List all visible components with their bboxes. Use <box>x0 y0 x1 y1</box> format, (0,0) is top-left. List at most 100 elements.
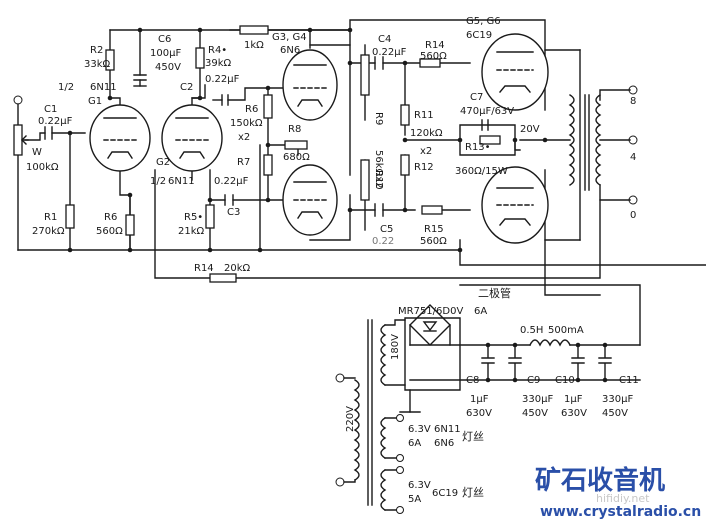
potentiometer-w <box>13 124 23 156</box>
svg-text:0.22: 0.22 <box>372 236 394 247</box>
svg-text:R10: R10 <box>373 170 384 190</box>
power-supply <box>335 304 571 514</box>
resistor-r6a <box>263 94 273 119</box>
svg-text:39kΩ: 39kΩ <box>205 58 232 69</box>
svg-text:C1: C1 <box>44 104 57 115</box>
svg-text:G1: G1 <box>88 96 102 107</box>
svg-text:R7: R7 <box>237 157 250 168</box>
choke-coil <box>529 339 571 347</box>
svg-text:6N6: 6N6 <box>280 45 300 56</box>
svg-text:450V: 450V <box>155 62 181 73</box>
svg-text:C7: C7 <box>470 92 483 103</box>
resistor-1k <box>239 25 269 35</box>
svg-text:MR751/6D0V: MR751/6D0V <box>398 306 463 317</box>
resistor-r2 <box>105 49 115 71</box>
svg-text:R1: R1 <box>44 212 57 223</box>
svg-text:C4: C4 <box>378 34 391 45</box>
resistor-r1 <box>65 204 75 229</box>
resistor-r8 <box>284 140 308 150</box>
svg-text:R6: R6 <box>245 104 258 115</box>
svg-text:0.22μF: 0.22μF <box>372 47 407 58</box>
svg-text:500mA: 500mA <box>548 325 584 336</box>
svg-text:R5•: R5• <box>184 212 203 223</box>
tube-g1 <box>89 104 151 172</box>
svg-text:C10: C10 <box>555 375 575 386</box>
svg-text:C11: C11 <box>619 375 639 386</box>
svg-text:450V: 450V <box>522 408 548 419</box>
svg-text:330μF: 330μF <box>522 394 553 405</box>
svg-text:4: 4 <box>630 152 636 163</box>
svg-text:R11: R11 <box>414 110 434 121</box>
svg-text:x2: x2 <box>420 146 432 157</box>
resistors <box>13 25 501 283</box>
bridge-rectifier <box>409 304 451 346</box>
resistor-r6b <box>125 214 135 236</box>
svg-text:C2: C2 <box>180 82 193 93</box>
watermark-text: hifidiy.net <box>596 492 650 505</box>
svg-text:6N11: 6N11 <box>168 176 195 187</box>
resistor-r11 <box>400 104 410 126</box>
svg-text:630V: 630V <box>466 408 492 419</box>
resistor-r4 <box>195 47 205 69</box>
resistor-r7 <box>263 154 273 176</box>
svg-text:R14: R14 <box>194 263 214 274</box>
svg-text:灯丝: 灯丝 <box>462 430 484 443</box>
svg-text:330μF: 330μF <box>602 394 633 405</box>
resistor-r15 <box>421 205 443 215</box>
svg-text:G3, G4: G3, G4 <box>272 32 307 43</box>
svg-text:C5: C5 <box>380 224 393 235</box>
svg-text:1μF: 1μF <box>564 394 583 405</box>
svg-text:0.22μF: 0.22μF <box>205 74 240 85</box>
svg-text:560Ω: 560Ω <box>96 226 123 237</box>
svg-text:360Ω/15W: 360Ω/15W <box>455 166 508 177</box>
tube-g3 <box>282 49 338 121</box>
svg-text:470μF/63V: 470μF/63V <box>460 106 514 117</box>
resistor-r9 <box>360 54 370 96</box>
brand-name: 矿石收音机 <box>535 465 665 496</box>
svg-text:270kΩ: 270kΩ <box>32 226 65 237</box>
svg-text:R8: R8 <box>288 124 301 135</box>
resistor-r13 <box>479 135 501 145</box>
svg-text:0.5H: 0.5H <box>520 325 543 336</box>
svg-text:G5, G6: G5, G6 <box>466 16 501 27</box>
resistor-r14 <box>209 273 237 283</box>
svg-text:C8: C8 <box>466 375 479 386</box>
svg-text:1kΩ: 1kΩ <box>244 40 264 51</box>
svg-text:680Ω: 680Ω <box>283 152 310 163</box>
svg-text:6N6: 6N6 <box>434 438 454 449</box>
tube-g2 <box>161 104 223 172</box>
svg-text:150kΩ: 150kΩ <box>230 118 263 129</box>
resistor-r12 <box>400 154 410 176</box>
svg-text:1/2: 1/2 <box>58 82 74 93</box>
resistor-r14-top <box>419 58 441 68</box>
svg-text:R13•: R13• <box>465 142 491 153</box>
svg-text:6A: 6A <box>474 306 487 317</box>
svg-text:x2: x2 <box>238 132 250 143</box>
svg-text:20kΩ: 20kΩ <box>224 263 251 274</box>
tube-g5 <box>481 33 549 111</box>
svg-text:R9: R9 <box>373 112 384 125</box>
svg-text:R2: R2 <box>90 45 103 56</box>
svg-text:630V: 630V <box>561 408 587 419</box>
svg-text:21kΩ: 21kΩ <box>178 226 205 237</box>
svg-text:C9: C9 <box>527 375 540 386</box>
svg-text:20V: 20V <box>520 124 540 135</box>
svg-text:6N11: 6N11 <box>90 82 117 93</box>
svg-text:450V: 450V <box>602 408 628 419</box>
resistor-r10 <box>360 159 370 201</box>
svg-text:5A: 5A <box>408 494 421 505</box>
svg-text:560Ω: 560Ω <box>420 236 447 247</box>
capacitors <box>44 56 612 381</box>
svg-text:6.3V: 6.3V <box>408 480 431 491</box>
svg-text:220V: 220V <box>345 406 356 432</box>
wiring <box>13 19 706 413</box>
component-labels: R2 33kΩ C6 100μF 450V R4• 39kΩ 1kΩ G3, G… <box>26 16 639 505</box>
svg-text:56kΩx2: 56kΩx2 <box>373 150 384 188</box>
svg-text:C3: C3 <box>227 207 240 218</box>
svg-text:G2: G2 <box>156 157 170 168</box>
svg-text:C6: C6 <box>158 34 171 45</box>
junction-dots <box>67 27 608 383</box>
brand-url: www.crystalradio.cn <box>540 504 701 520</box>
tubes <box>89 33 549 244</box>
svg-text:R14: R14 <box>425 40 445 51</box>
